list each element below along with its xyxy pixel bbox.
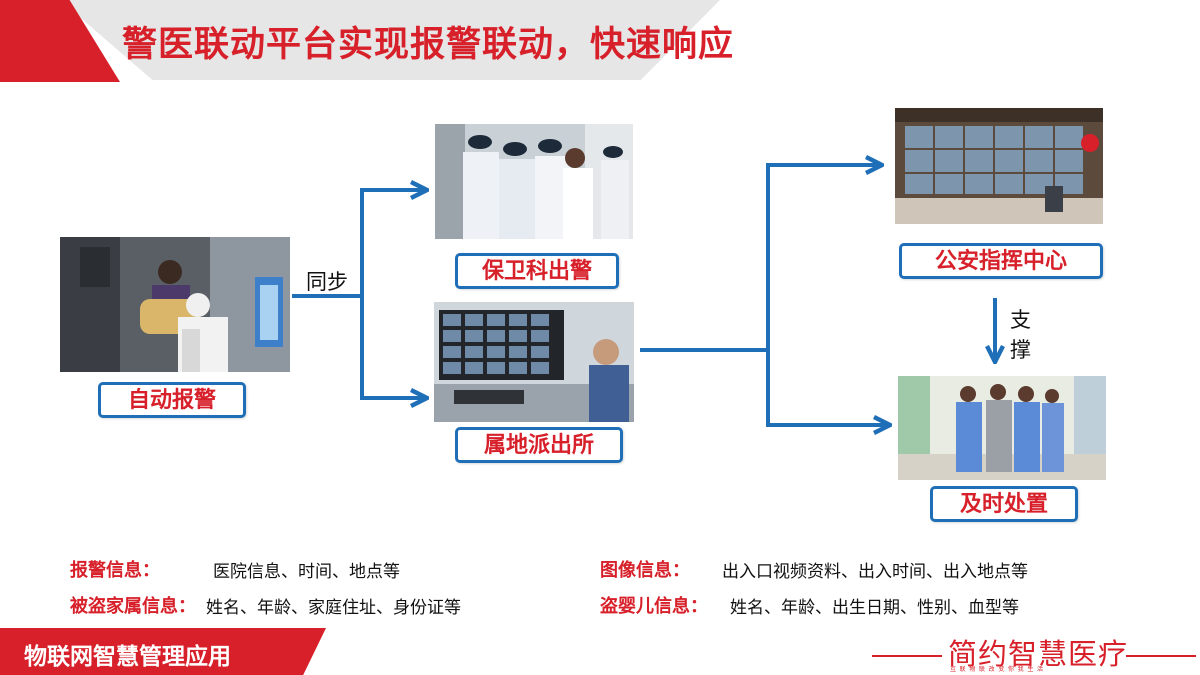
command-center-photo	[895, 108, 1103, 224]
info-infant-key: 盗婴儿信息：	[600, 596, 708, 616]
node-command-center: 公安指挥中心	[899, 243, 1103, 279]
edge-label-sync: 同步	[306, 270, 348, 294]
info-stolen-family-key: 被盗家属信息：	[70, 596, 196, 616]
info-alarm-key: 报警信息：	[70, 560, 160, 580]
edge-label-support-1: 支	[1010, 308, 1031, 332]
footer-label: 物联网智慧管理应用	[24, 643, 231, 669]
page-title: 警医联动平台实现报警联动，快速响应	[122, 25, 735, 64]
node-timely-handling: 及时处置	[930, 486, 1078, 522]
police-station-photo	[434, 302, 634, 422]
node-local-police: 属地派出所	[455, 427, 623, 463]
info-alarm-value: 医院信息、时间、地点等	[213, 562, 400, 581]
timely-handling-photo	[898, 376, 1106, 480]
info-image-key: 图像信息：	[600, 560, 690, 580]
arrow-to-timely-handling	[766, 350, 888, 425]
header-gray-band	[60, 0, 720, 80]
edge-label-support-2: 撑	[1010, 338, 1031, 362]
node-auto-alarm: 自动报警	[98, 382, 246, 418]
elevator-photo	[60, 237, 290, 372]
security-guards-photo	[435, 124, 633, 239]
brand-logo: 简约智慧医疗	[948, 639, 1129, 671]
footer-red-band	[0, 628, 326, 675]
brand-line-left	[872, 655, 942, 657]
arrow-to-security-dept	[360, 190, 425, 296]
info-stolen-family-value: 姓名、年龄、家庭住址、身份证等	[206, 598, 461, 617]
brand-slogan: 互 联 物 联 改 变 你 我 生 活	[950, 667, 1045, 673]
info-infant-value: 姓名、年龄、出生日期、性别、血型等	[730, 598, 1019, 617]
info-image-value: 出入口视频资料、出入时间、出入地点等	[722, 562, 1028, 581]
brand-line-right	[1126, 655, 1196, 657]
node-security-dept: 保卫科出警	[455, 253, 619, 289]
arrow-to-local-police	[360, 296, 425, 398]
arrow-to-command-center	[766, 165, 880, 350]
